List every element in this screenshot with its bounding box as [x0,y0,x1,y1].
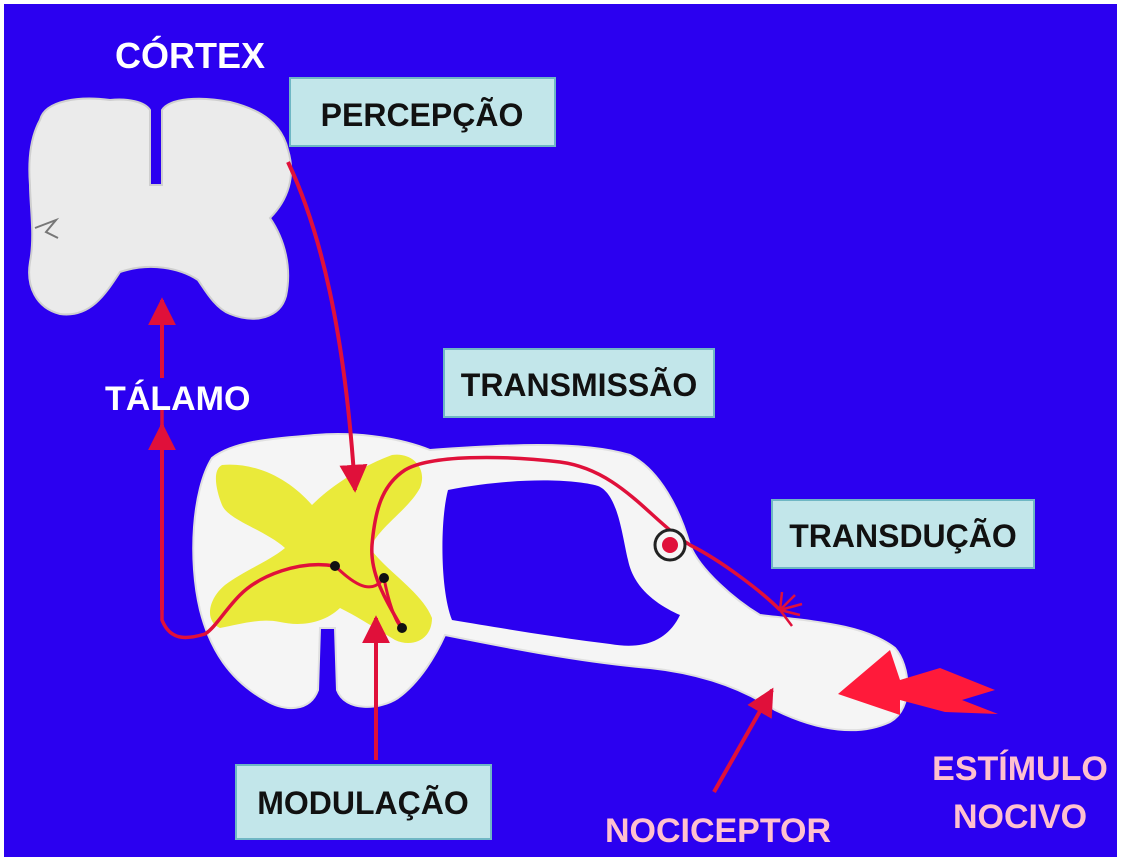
label-stimulus-line1: ESTÍMULO [932,750,1108,788]
synapse-dot [330,561,340,571]
ganglion-nucleus [662,537,678,553]
label-thalamus: TÁLAMO [105,380,250,418]
label-modulation: MODULAÇÃO [257,785,469,821]
label-perception: PERCEPÇÃO [321,97,524,133]
label-cortex: CÓRTEX [115,34,265,76]
synapse-dot [379,573,389,583]
label-transduction: TRANSDUÇÃO [789,518,1017,554]
label-stimulus-line2: NOCIVO [953,798,1087,836]
label-nociceptor: NOCICEPTOR [605,812,831,850]
label-transmission: TRANSMISSÃO [461,367,697,403]
synapse-dot [397,623,407,633]
